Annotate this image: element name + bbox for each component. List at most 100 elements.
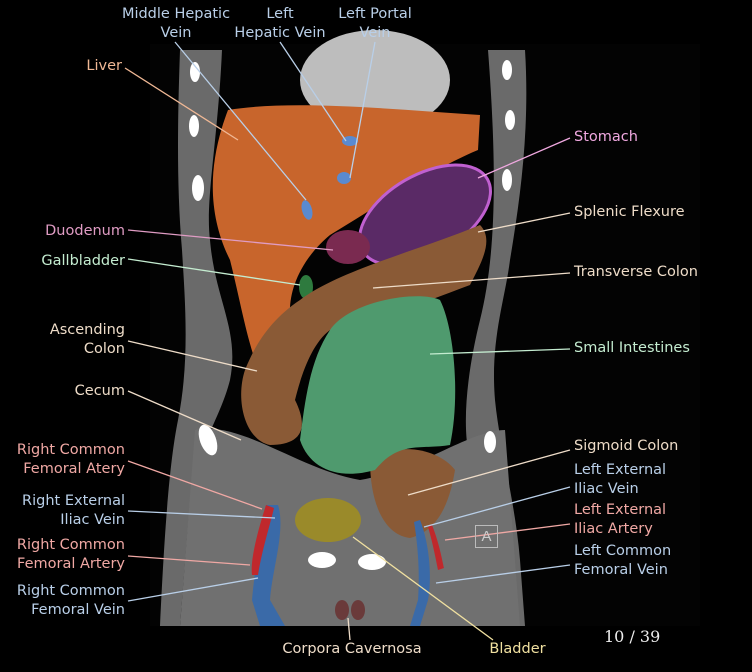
heart — [300, 30, 450, 130]
label-line: Splenic Flexure — [574, 204, 685, 220]
label-line: Vein — [359, 25, 391, 41]
leader-left-portal-vein — [349, 41, 376, 179]
label-duodenum[interactable]: Duodenum — [45, 222, 125, 241]
leader-left-common-femoral-vein — [435, 564, 571, 584]
label-line: Small Intestines — [574, 340, 690, 356]
leader-left-hepatic-vein — [279, 41, 347, 142]
duodenum-segment — [326, 230, 370, 264]
label-line: Stomach — [574, 129, 638, 145]
label-line: Iliac Artery — [574, 521, 653, 537]
label-line: Bladder — [489, 641, 546, 657]
leader-small-intestines — [429, 348, 571, 355]
iliac-crest — [484, 431, 496, 453]
label-line: Femoral Vein — [574, 562, 668, 578]
label-line: Sigmoid Colon — [574, 438, 679, 454]
label-line: Femoral Artery — [17, 556, 125, 572]
leader-duodenum — [127, 229, 334, 251]
label-line: Middle Hepatic — [121, 6, 231, 22]
rib — [189, 115, 199, 137]
label-line: Femoral Vein — [31, 602, 125, 618]
leader-bladder — [352, 536, 494, 641]
label-middle-hepatic-vein[interactable]: Middle Hepatic Vein — [112, 5, 240, 43]
label-sigmoid-colon[interactable]: Sigmoid Colon — [574, 437, 678, 456]
label-line: Left External — [574, 502, 667, 518]
label-transverse-colon[interactable]: Transverse Colon — [574, 263, 698, 282]
label-line: Left External — [574, 462, 667, 478]
iliac-crest — [198, 424, 218, 456]
label-bladder[interactable]: Bladder — [480, 640, 555, 659]
label-line: Vein — [160, 25, 192, 41]
label-line: Femoral Atery — [23, 461, 125, 477]
leader-gallbladder — [127, 258, 301, 286]
rib — [502, 60, 512, 80]
label-right-external-iliac-vein[interactable]: Right External Iliac Vein — [22, 492, 125, 530]
label-splenic-flexure[interactable]: Splenic Flexure — [574, 203, 685, 222]
left-artery-segment — [428, 525, 444, 570]
middle-hepatic-vein-segment — [301, 200, 313, 220]
label-line: Left — [266, 6, 294, 22]
label-line: Transverse Colon — [574, 264, 698, 280]
rib — [190, 62, 200, 82]
label-line: Right Common — [16, 537, 125, 553]
colon-segment — [241, 225, 487, 445]
label-line: Corpora Cavernosa — [282, 641, 422, 657]
right-artery-segment — [251, 505, 274, 575]
left-hepatic-vein-segment — [342, 136, 358, 146]
page-counter: 10 / 39 — [604, 627, 661, 646]
label-line: Left Portal — [338, 6, 412, 22]
label-line: Iliac Vein — [60, 512, 125, 528]
label-right-common-femoral-vein[interactable]: Right Common Femoral Vein — [17, 582, 125, 620]
label-stomach[interactable]: Stomach — [574, 128, 638, 147]
label-right-common-femoral-atery[interactable]: Right Common Femoral Atery — [17, 441, 125, 479]
label-line: Liver — [86, 58, 122, 74]
label-left-hepatic-vein[interactable]: Left Hepatic Vein — [230, 5, 330, 43]
label-line: Gallbladder — [41, 253, 125, 269]
leader-liver — [124, 67, 239, 141]
left-vein-segment — [410, 520, 430, 626]
gallbladder-segment — [299, 275, 313, 299]
leader-left-external-iliac-vein — [423, 486, 571, 528]
label-left-external-iliac-artery[interactable]: Left External Iliac Artery — [574, 501, 666, 539]
label-small-intestines[interactable]: Small Intestines — [574, 339, 690, 358]
leader-splenic-flexure — [477, 212, 571, 233]
label-corpora-cavernosa[interactable]: Corpora Cavernosa — [272, 640, 432, 659]
label-line: Iliac Vein — [574, 481, 639, 497]
rib — [502, 169, 512, 191]
leader-left-external-iliac-artery — [444, 523, 571, 541]
small-intestines-segment — [300, 296, 456, 474]
corpora-cavernosa-segment — [351, 600, 365, 620]
label-left-portal-vein[interactable]: Left Portal Vein — [330, 5, 420, 43]
label-gallbladder[interactable]: Gallbladder — [41, 252, 125, 271]
label-left-external-iliac-vein[interactable]: Left External Iliac Vein — [574, 461, 666, 499]
label-line: Right Common — [16, 583, 125, 599]
left-portal-vein-segment — [337, 172, 351, 184]
label-left-common-femoral-vein[interactable]: Left Common Femoral Vein — [574, 542, 671, 580]
leader-right-common-femoral-artery — [127, 555, 251, 566]
leader-sigmoid-colon — [407, 449, 571, 496]
leader-right-common-femoral-vein — [127, 577, 259, 602]
label-line: Duodenum — [45, 223, 125, 239]
leader-transverse-colon — [372, 272, 571, 289]
orientation-marker: A — [475, 525, 498, 548]
label-line: Cecum — [74, 383, 125, 399]
label-line: Hepatic Vein — [234, 25, 326, 41]
leader-corpora-cavernosa — [347, 617, 351, 641]
label-liver[interactable]: Liver — [86, 57, 122, 76]
body-wall — [160, 50, 233, 626]
label-cecum[interactable]: Cecum — [75, 382, 125, 401]
label-line: Ascending — [49, 322, 125, 338]
leader-middle-hepatic-vein — [174, 41, 307, 201]
leader-stomach — [477, 137, 571, 179]
label-line: Left Common — [574, 543, 672, 559]
bladder-segment — [295, 498, 361, 542]
right-vein-segment — [252, 505, 285, 626]
rib — [505, 110, 515, 130]
pubic-bone — [358, 554, 386, 570]
leader-cecum — [127, 390, 242, 441]
leader-ascending-colon — [127, 340, 258, 372]
corpora-cavernosa-segment — [335, 600, 349, 620]
leader-right-external-iliac-vein — [127, 510, 276, 519]
label-right-common-femoral-artery[interactable]: Right Common Femoral Artery — [17, 536, 125, 574]
label-ascending-colon[interactable]: Ascending Colon — [50, 321, 125, 359]
